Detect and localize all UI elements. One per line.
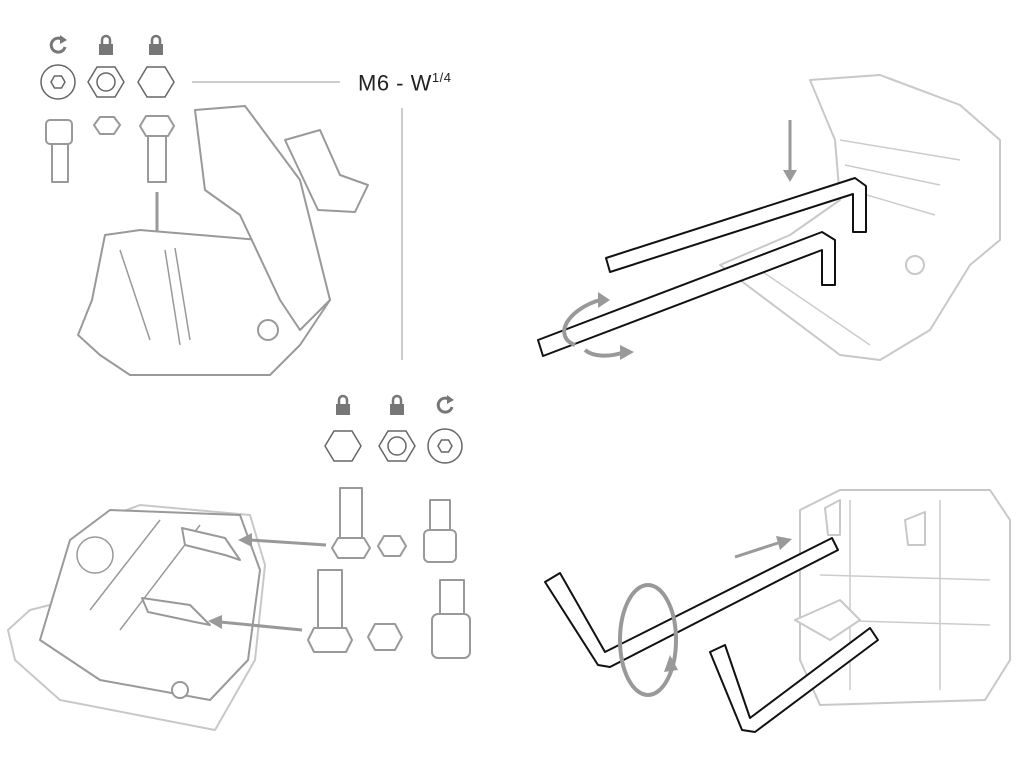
hex-bolt <box>307 569 353 653</box>
nut-icon <box>87 66 125 98</box>
socket-bolt <box>45 119 73 183</box>
lock-icon <box>334 394 352 417</box>
socket-bolt <box>431 579 471 659</box>
hex-head-icon <box>324 430 362 462</box>
nut <box>377 535 407 557</box>
hex-key <box>537 231 836 357</box>
insert-arrow <box>249 538 327 547</box>
rotate-icon <box>436 393 456 414</box>
socket-head-icon <box>427 428 463 464</box>
hex-key <box>709 627 879 733</box>
size-label-main: M6 - W <box>358 70 432 96</box>
nut <box>367 623 403 651</box>
size-label: M6 - W1/4 <box>358 70 451 96</box>
rotate-arrow <box>562 292 634 360</box>
clamp-device-open <box>77 105 369 376</box>
hex-bolt <box>139 115 175 183</box>
nut <box>93 116 121 135</box>
clamp-device-rotated <box>7 504 266 731</box>
lock-icon <box>388 394 406 417</box>
hex-bolt <box>331 487 371 559</box>
hex-key <box>544 537 839 668</box>
socket-head-icon <box>40 64 76 100</box>
lock-icon <box>147 34 165 57</box>
socket-bolt <box>423 499 457 563</box>
hex-head-icon <box>137 66 175 98</box>
insert-arrow <box>734 541 779 559</box>
rotate-icon <box>49 33 69 54</box>
insert-arrow <box>219 620 303 632</box>
rotate-arrow <box>618 583 678 697</box>
lock-icon <box>97 34 115 57</box>
hex-key <box>605 177 867 273</box>
nut-icon <box>378 430 416 462</box>
size-label-fraction: 1/4 <box>431 70 452 85</box>
